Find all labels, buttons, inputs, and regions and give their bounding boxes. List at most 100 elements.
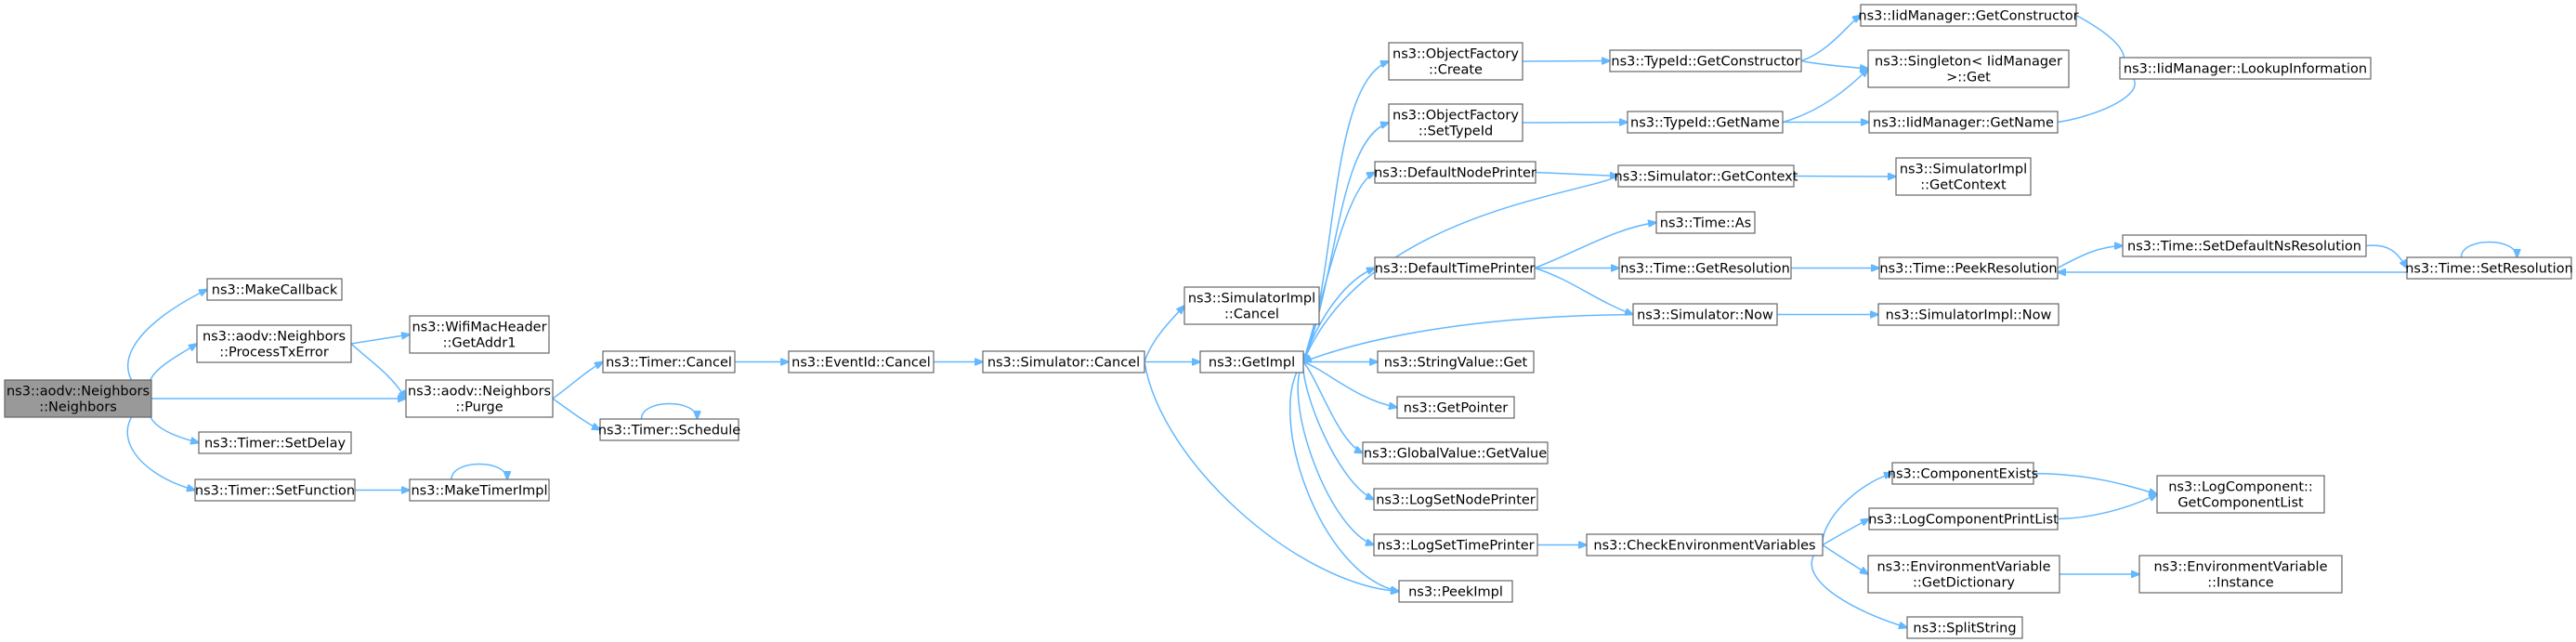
node-purge[interactable]: ns3::aodv::Neighbors::Purge	[405, 379, 554, 418]
node-simImplCancel[interactable]: ns3::SimulatorImpl::Cancel	[1183, 286, 1320, 325]
node-logComponentGetList[interactable]: ns3::LogComponent::GetComponentList	[2156, 475, 2325, 514]
node-eventIdCancel[interactable]: ns3::EventId::Cancel	[788, 350, 935, 373]
node-box[interactable]	[602, 350, 736, 373]
node-label: ns3::IidManager::LookupInformation	[2124, 62, 2367, 77]
node-envVarGetDictionary[interactable]: ns3::EnvironmentVariable::GetDictionary	[1867, 555, 2060, 594]
node-getImpl[interactable]: ns3::GetImpl	[1199, 350, 1304, 373]
node-timeSetDefaultNsResolution[interactable]: ns3::Time::SetDefaultNsResolution	[2122, 234, 2367, 257]
node-box[interactable]	[1627, 111, 1784, 134]
node-checkEnvVars[interactable]: ns3::CheckEnvironmentVariables	[1586, 533, 1824, 557]
node-box[interactable]	[405, 379, 554, 418]
node-timeAs[interactable]: ns3::Time::As	[1655, 211, 1756, 234]
node-box[interactable]	[194, 478, 356, 502]
node-timeGetResolution[interactable]: ns3::Time::GetResolution	[1618, 256, 1792, 280]
node-box[interactable]	[1377, 350, 1535, 373]
node-box[interactable]	[1388, 103, 1523, 142]
node-box[interactable]	[409, 478, 550, 502]
node-box[interactable]	[2138, 555, 2343, 594]
node-box[interactable]	[1867, 49, 2070, 88]
node-objFactoryCreate[interactable]: ns3::ObjectFactory::Create	[1388, 42, 1523, 81]
node-root[interactable]: ns3::aodv::Neighbors::Neighbors	[4, 379, 152, 418]
node-box[interactable]	[1655, 211, 1756, 234]
node-box[interactable]	[196, 324, 352, 363]
node-box[interactable]	[1398, 580, 1513, 603]
node-box[interactable]	[1878, 256, 2059, 280]
node-box[interactable]	[1877, 303, 2059, 326]
node-timerSchedule[interactable]: ns3::Timer::Schedule	[598, 418, 740, 441]
node-simulatorNow[interactable]: ns3::Simulator::Now	[1632, 303, 1778, 326]
node-box[interactable]	[1586, 533, 1824, 557]
node-box[interactable]	[1895, 157, 2032, 196]
node-box[interactable]	[1199, 350, 1304, 373]
node-iidGetName[interactable]: ns3::IidManager::GetName	[1868, 111, 2059, 134]
node-box[interactable]	[1183, 286, 1320, 325]
node-box[interactable]	[1906, 616, 2023, 639]
node-box[interactable]	[1632, 303, 1778, 326]
node-getPointer[interactable]: ns3::GetPointer	[1396, 396, 1515, 419]
node-iidGetConstructor[interactable]: ns3::IidManager::GetConstructor	[1858, 4, 2079, 27]
node-box[interactable]	[1373, 533, 1538, 557]
node-timerCancel[interactable]: ns3::Timer::Cancel	[602, 350, 736, 373]
node-timeSetResolution[interactable]: ns3::Time::SetResolution	[2405, 256, 2573, 280]
node-box[interactable]	[1617, 164, 1795, 188]
node-iidLookupInformation[interactable]: ns3::IidManager::LookupInformation	[2119, 57, 2372, 80]
node-defaultNodePrinter[interactable]: ns3::DefaultNodePrinter	[1374, 161, 1536, 184]
node-box[interactable]	[206, 278, 343, 301]
node-box[interactable]	[1867, 555, 2060, 594]
node-defaultTimePrinter[interactable]: ns3::DefaultTimePrinter	[1374, 256, 1536, 280]
node-peekImpl[interactable]: ns3::PeekImpl	[1398, 580, 1513, 603]
node-logComponentPrintList[interactable]: ns3::LogComponentPrintList	[1868, 507, 2059, 531]
edge-timeSetDefaultNsResolution-to-timeSetResolution	[2365, 244, 2407, 268]
node-box[interactable]	[1868, 111, 2059, 134]
node-box[interactable]	[599, 418, 739, 441]
node-objFactorySetTypeId[interactable]: ns3::ObjectFactory::SetTypeId	[1388, 103, 1523, 142]
node-box[interactable]	[1374, 161, 1536, 184]
node-box[interactable]	[982, 350, 1145, 373]
node-componentExists[interactable]: ns3::ComponentExists	[1888, 462, 2039, 485]
node-typeIdGetConstructor[interactable]: ns3::TypeId::GetConstructor	[1609, 49, 1802, 72]
node-logSetNodePrinter[interactable]: ns3::LogSetNodePrinter	[1373, 488, 1538, 511]
node-box[interactable]	[1609, 49, 1802, 72]
edge-makeTimerImpl-to-makeTimerImpl	[451, 463, 507, 480]
node-getAddr1[interactable]: ns3::WifiMacHeader::GetAddr1	[409, 315, 550, 354]
node-box[interactable]	[1618, 256, 1792, 280]
node-label: ns3::SimulatorImpl	[1900, 163, 2027, 177]
node-label: ns3::EventId::Cancel	[791, 356, 931, 371]
node-box[interactable]	[2122, 234, 2367, 257]
edge-checkEnvVars-to-envVarGetDictionary	[1822, 544, 1868, 575]
node-setDelay[interactable]: ns3::Timer::SetDelay	[198, 431, 352, 454]
edge-checkEnvVars-to-componentExists	[1822, 474, 1892, 545]
node-processTxError[interactable]: ns3::aodv::Neighbors::ProcessTxError	[196, 324, 352, 363]
node-globalValueGetValue[interactable]: ns3::GlobalValue::GetValue	[1362, 441, 1549, 465]
node-box[interactable]	[1362, 441, 1549, 465]
node-simImplNow[interactable]: ns3::SimulatorImpl::Now	[1877, 303, 2059, 326]
node-box[interactable]	[1891, 462, 2034, 485]
node-envVarInstance[interactable]: ns3::EnvironmentVariable::Instance	[2138, 555, 2343, 594]
node-box[interactable]	[1374, 256, 1536, 280]
node-label: ns3::Simulator::Cancel	[987, 356, 1140, 371]
node-box[interactable]	[1860, 4, 2077, 27]
node-box[interactable]	[788, 350, 935, 373]
node-box[interactable]	[1388, 42, 1523, 81]
node-stringValueGet[interactable]: ns3::StringValue::Get	[1377, 350, 1535, 373]
node-makeTimerImpl[interactable]: ns3::MakeTimerImpl	[409, 478, 550, 502]
node-box[interactable]	[1373, 488, 1538, 511]
node-simImplGetContext[interactable]: ns3::SimulatorImpl::GetContext	[1895, 157, 2032, 196]
node-splitString[interactable]: ns3::SplitString	[1906, 616, 2023, 639]
node-typeIdGetName[interactable]: ns3::TypeId::GetName	[1627, 111, 1784, 134]
node-timePeekResolution[interactable]: ns3::Time::PeekResolution	[1878, 256, 2059, 280]
node-box[interactable]	[4, 379, 152, 418]
node-makeCallback[interactable]: ns3::MakeCallback	[206, 278, 343, 301]
node-simulatorCancel[interactable]: ns3::Simulator::Cancel	[982, 350, 1145, 373]
node-box[interactable]	[1396, 396, 1515, 419]
node-box[interactable]	[409, 315, 550, 354]
node-box[interactable]	[2156, 475, 2325, 514]
node-simulatorGetContext[interactable]: ns3::Simulator::GetContext	[1615, 164, 1798, 188]
node-box[interactable]	[1868, 507, 2059, 531]
node-setFunction[interactable]: ns3::Timer::SetFunction	[194, 478, 356, 502]
node-logSetTimePrinter[interactable]: ns3::LogSetTimePrinter	[1373, 533, 1538, 557]
node-box[interactable]	[2406, 256, 2572, 280]
node-singletonGet[interactable]: ns3::Singleton< IidManager >::Get	[1867, 49, 2070, 88]
node-box[interactable]	[198, 431, 352, 454]
node-box[interactable]	[2119, 57, 2372, 80]
